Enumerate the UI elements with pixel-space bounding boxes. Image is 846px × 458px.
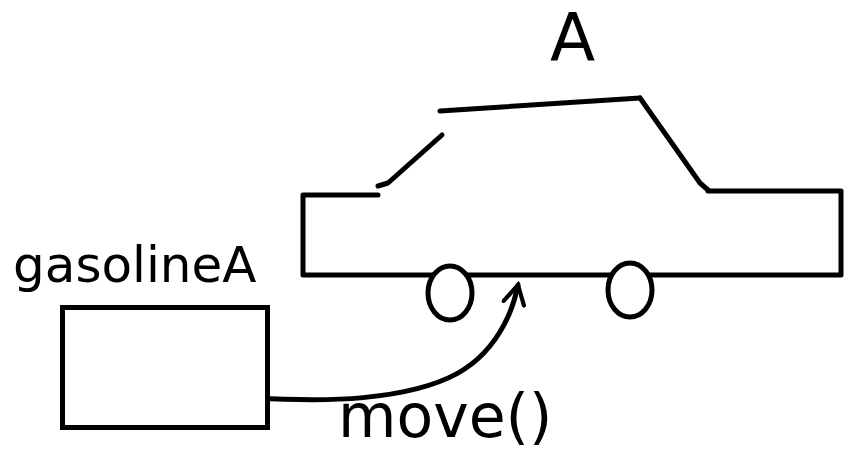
car-node: A xyxy=(300,95,845,285)
front-pillar xyxy=(378,135,442,186)
car-body xyxy=(303,191,841,275)
arrow-connector xyxy=(270,285,518,400)
wheel xyxy=(428,266,472,320)
node-label: gasolineA xyxy=(13,240,333,290)
roof-line xyxy=(440,98,640,111)
car-outline xyxy=(300,95,845,285)
tank-box: gasolineA xyxy=(60,305,270,430)
rear-slope xyxy=(640,98,708,190)
wheel xyxy=(608,263,652,317)
method-label: move() xyxy=(338,386,552,446)
node-label: A xyxy=(300,5,845,71)
